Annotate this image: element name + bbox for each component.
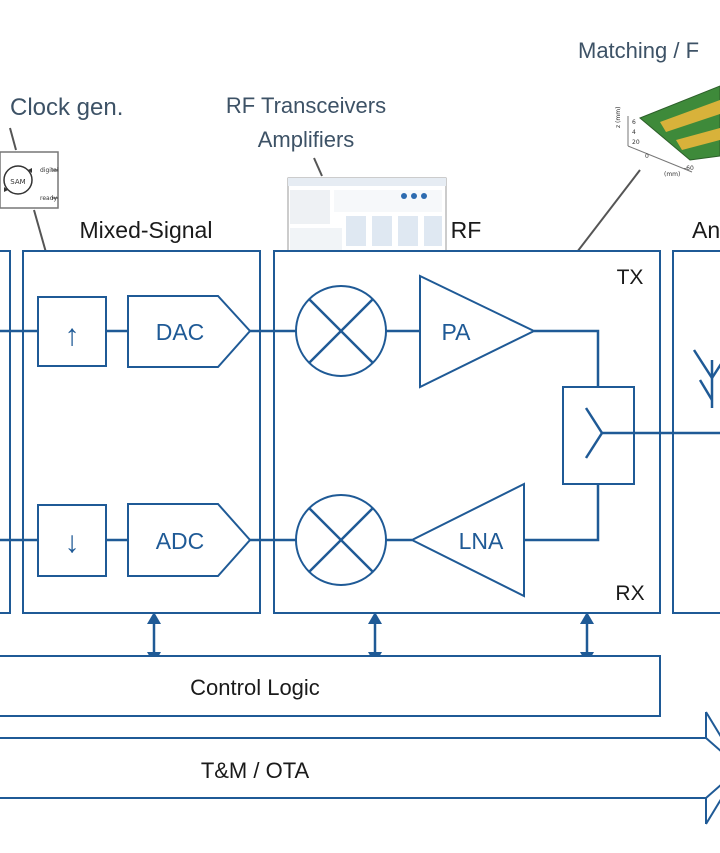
- pcb-y-axis-label: (mm): [664, 171, 680, 178]
- dac-label: DAC: [156, 319, 205, 345]
- clock-inset-ready: ready: [40, 195, 58, 202]
- leader-clock-to-mixed: [33, 209, 48, 257]
- leader-clock-gen: [9, 127, 17, 151]
- tx-mixer: [295, 285, 387, 377]
- pa-block: PA: [419, 274, 537, 389]
- rx-wire-lna-duplexer: [524, 484, 600, 542]
- svg-text:0: 0: [645, 153, 649, 160]
- up-arrow-icon: ↑: [65, 319, 80, 352]
- svg-text:20: 20: [632, 139, 640, 146]
- annotation-amplifiers: Amplifiers: [258, 127, 355, 152]
- clock-inset-digital: digital: [40, 167, 59, 174]
- leader-matching: [573, 169, 641, 257]
- downsampler-block: ↓: [37, 504, 107, 577]
- clock-inset-center: SAM: [10, 178, 25, 186]
- dac-block: DAC: [127, 295, 252, 368]
- section-title-rf: RF: [451, 217, 482, 243]
- pa-label: PA: [442, 319, 472, 345]
- digital-section-box: [0, 250, 11, 614]
- control-logic-label: Control Logic: [190, 675, 320, 700]
- annotation-matching: Matching / F: [578, 38, 699, 63]
- rx-label: RX: [615, 582, 644, 605]
- tx-wire-pa-duplexer: [534, 329, 600, 387]
- svg-text:-60: -60: [684, 165, 694, 172]
- section-title-antenna: An: [692, 217, 720, 243]
- svg-text:6: 6: [632, 119, 636, 126]
- antenna-icon: [692, 349, 720, 408]
- control-logic-bar: [0, 655, 661, 717]
- tm-ota-label: T&M / OTA: [201, 758, 310, 783]
- tx-label: TX: [617, 266, 644, 289]
- lna-label: LNA: [459, 528, 504, 554]
- svg-text:4: 4: [632, 129, 636, 136]
- pcb-z-axis-label: z (mm): [615, 107, 622, 128]
- rx-mixer: [295, 494, 387, 586]
- adc-label: ADC: [156, 528, 205, 554]
- annotation-rf-transceivers: RF Transceivers: [226, 93, 386, 118]
- annotation-clock-gen: Clock gen.: [10, 94, 123, 121]
- lna-block: LNA: [409, 482, 525, 598]
- matching-pcb-thumbnail: z (mm) (mm) 6 4 20 0 -60: [615, 85, 720, 178]
- duplexer-block: [562, 386, 635, 485]
- upsampler-block: ↑: [37, 296, 107, 367]
- down-arrow-icon: ↓: [65, 526, 80, 559]
- adc-block: ADC: [127, 503, 252, 577]
- clock-cycle-icon: [3, 165, 33, 195]
- clock-gen-thumbnail: SAM digital ready: [0, 151, 59, 209]
- tm-ota-arrow: [0, 737, 720, 799]
- leader-rf-title: [313, 157, 323, 177]
- section-title-mixed-signal: Mixed-Signal: [80, 217, 213, 243]
